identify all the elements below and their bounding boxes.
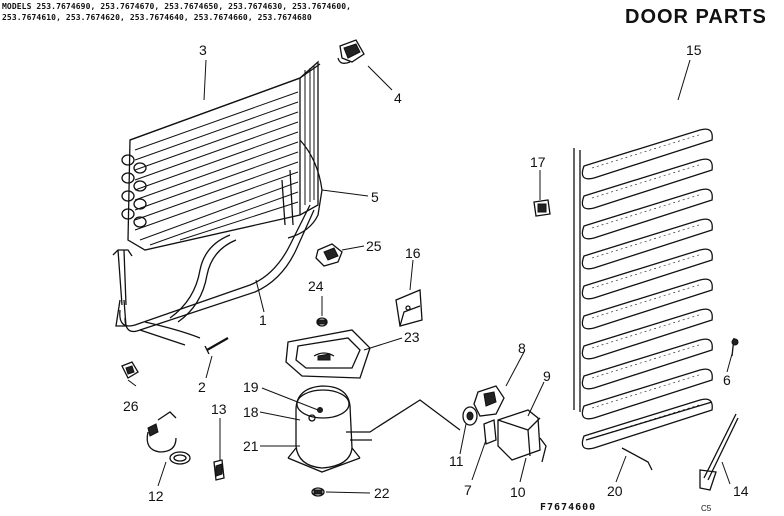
compressor-drawing [287,385,461,473]
diagram-part-number: F7674600 [540,502,597,513]
terminal-drawing [213,459,225,481]
evaporator-coil-loop [581,188,713,240]
evaporator-coil-loop [581,368,713,420]
callout-1: 1 [259,312,267,328]
evaporator-coil-loop [581,338,713,390]
evaporator-fin-line [591,163,703,199]
callout-15: 15 [686,42,702,58]
callout-17: 17 [530,154,546,170]
callout-9: 9 [543,368,551,384]
callout-11: 11 [449,453,464,469]
evaporator-fin-line [591,313,703,349]
evaporator-fin-line [591,283,703,319]
evaporator-coil-loop [581,218,713,270]
evaporator-fin-line [591,133,703,169]
bracket-drawing [395,289,423,327]
evaporator-coil-loop [581,278,713,330]
callout-23: 23 [404,329,420,345]
evaporator-fin-line [591,253,703,289]
callout-14: 14 [733,483,749,499]
evaporator-fin-line [591,403,703,439]
callout-25: 25 [366,238,382,254]
callout-12: 12 [148,488,164,504]
relay-assembly-drawing [462,385,547,463]
capillary-tube-drawing [621,447,653,471]
plug-drawing [533,199,551,217]
evaporator-coil-loop [581,398,713,450]
drain-pan-drawing [285,329,371,379]
grommet-drawing [315,243,343,267]
lead-wire-drawing [287,139,323,239]
models-line-2: 253.7674610, 253.7674620, 253.7674640, 2… [2,13,312,22]
callout-13: 13 [211,401,227,417]
clamp-drawing [337,39,365,64]
callout-18: 18 [243,404,259,420]
callout-10: 10 [510,484,526,500]
callout-7: 7 [464,482,472,498]
power-cord-drawing [112,169,315,346]
evaporator-fin-line [591,223,703,259]
page-title: DOOR PARTS [625,6,767,28]
overload-cord-drawing [146,411,191,465]
evaporator-fin-line [591,343,703,379]
condenser-coil-drawing [121,60,321,251]
drain-tube-drawing [206,337,229,351]
diagram-code: C5 [701,504,712,513]
evaporator-fin-line [591,193,703,229]
clip-drawing [121,361,139,379]
evaporator-coil-loop [581,308,713,360]
probe-drawing [699,413,739,491]
leader-lines [127,59,733,494]
callout-19: 19 [243,379,259,395]
callout-3: 3 [199,42,207,58]
callout-20: 20 [607,483,623,499]
callout-5: 5 [371,189,379,205]
evaporator-coil-drawing [573,128,713,450]
callout-24: 24 [308,278,324,294]
evaporator-coil-loop [581,158,713,210]
callout-21: 21 [243,438,259,454]
callout-22: 22 [374,485,390,501]
models-line-1: MODELS 253.7674690, 253.7674670, 253.767… [2,2,352,11]
models-list: MODELS 253.7674690, 253.7674670, 253.767… [2,1,351,23]
evaporator-fin-line [591,373,703,409]
callout-2: 2 [198,379,206,395]
callout-4: 4 [394,90,402,106]
callout-labels: 3 4 5 1 2 25 24 16 23 17 8 9 11 7 10 15 … [123,42,749,504]
callout-26: 26 [123,398,139,414]
callout-6: 6 [723,372,731,388]
screw-drawing [731,337,739,357]
compressor-grommet-drawing [311,487,325,497]
evaporator-coil-loop [581,248,713,300]
callout-8: 8 [518,340,526,356]
nut-drawing [316,317,328,327]
callout-16: 16 [405,245,421,261]
evaporator-coil-loop [581,128,713,180]
